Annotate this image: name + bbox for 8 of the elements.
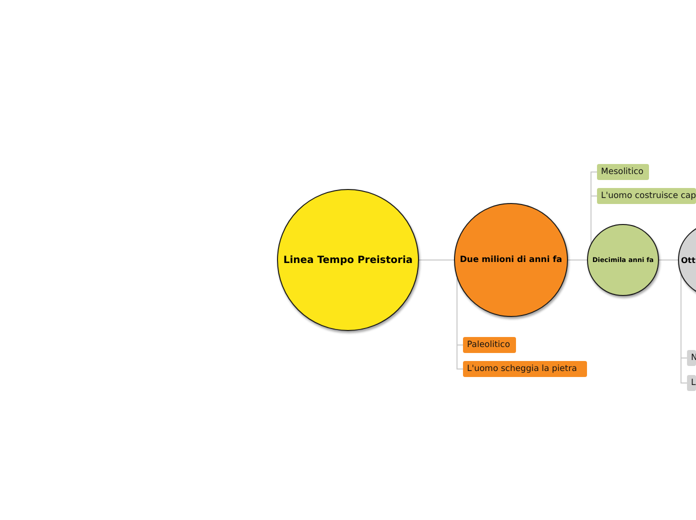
note-tag: L'uomo scheggia la pietra xyxy=(463,361,587,377)
topic-title: Linea Tempo Preistoria xyxy=(283,254,413,266)
note-tag: L xyxy=(687,375,696,391)
note-tag: Paleolitico xyxy=(463,337,516,353)
topic-title: Ott xyxy=(681,256,696,264)
note-tag: Mesolitico xyxy=(597,164,649,180)
note-tag: L'uomo costruisce cap xyxy=(597,188,696,204)
topic-title: Due milioni di anni fa xyxy=(460,255,562,265)
